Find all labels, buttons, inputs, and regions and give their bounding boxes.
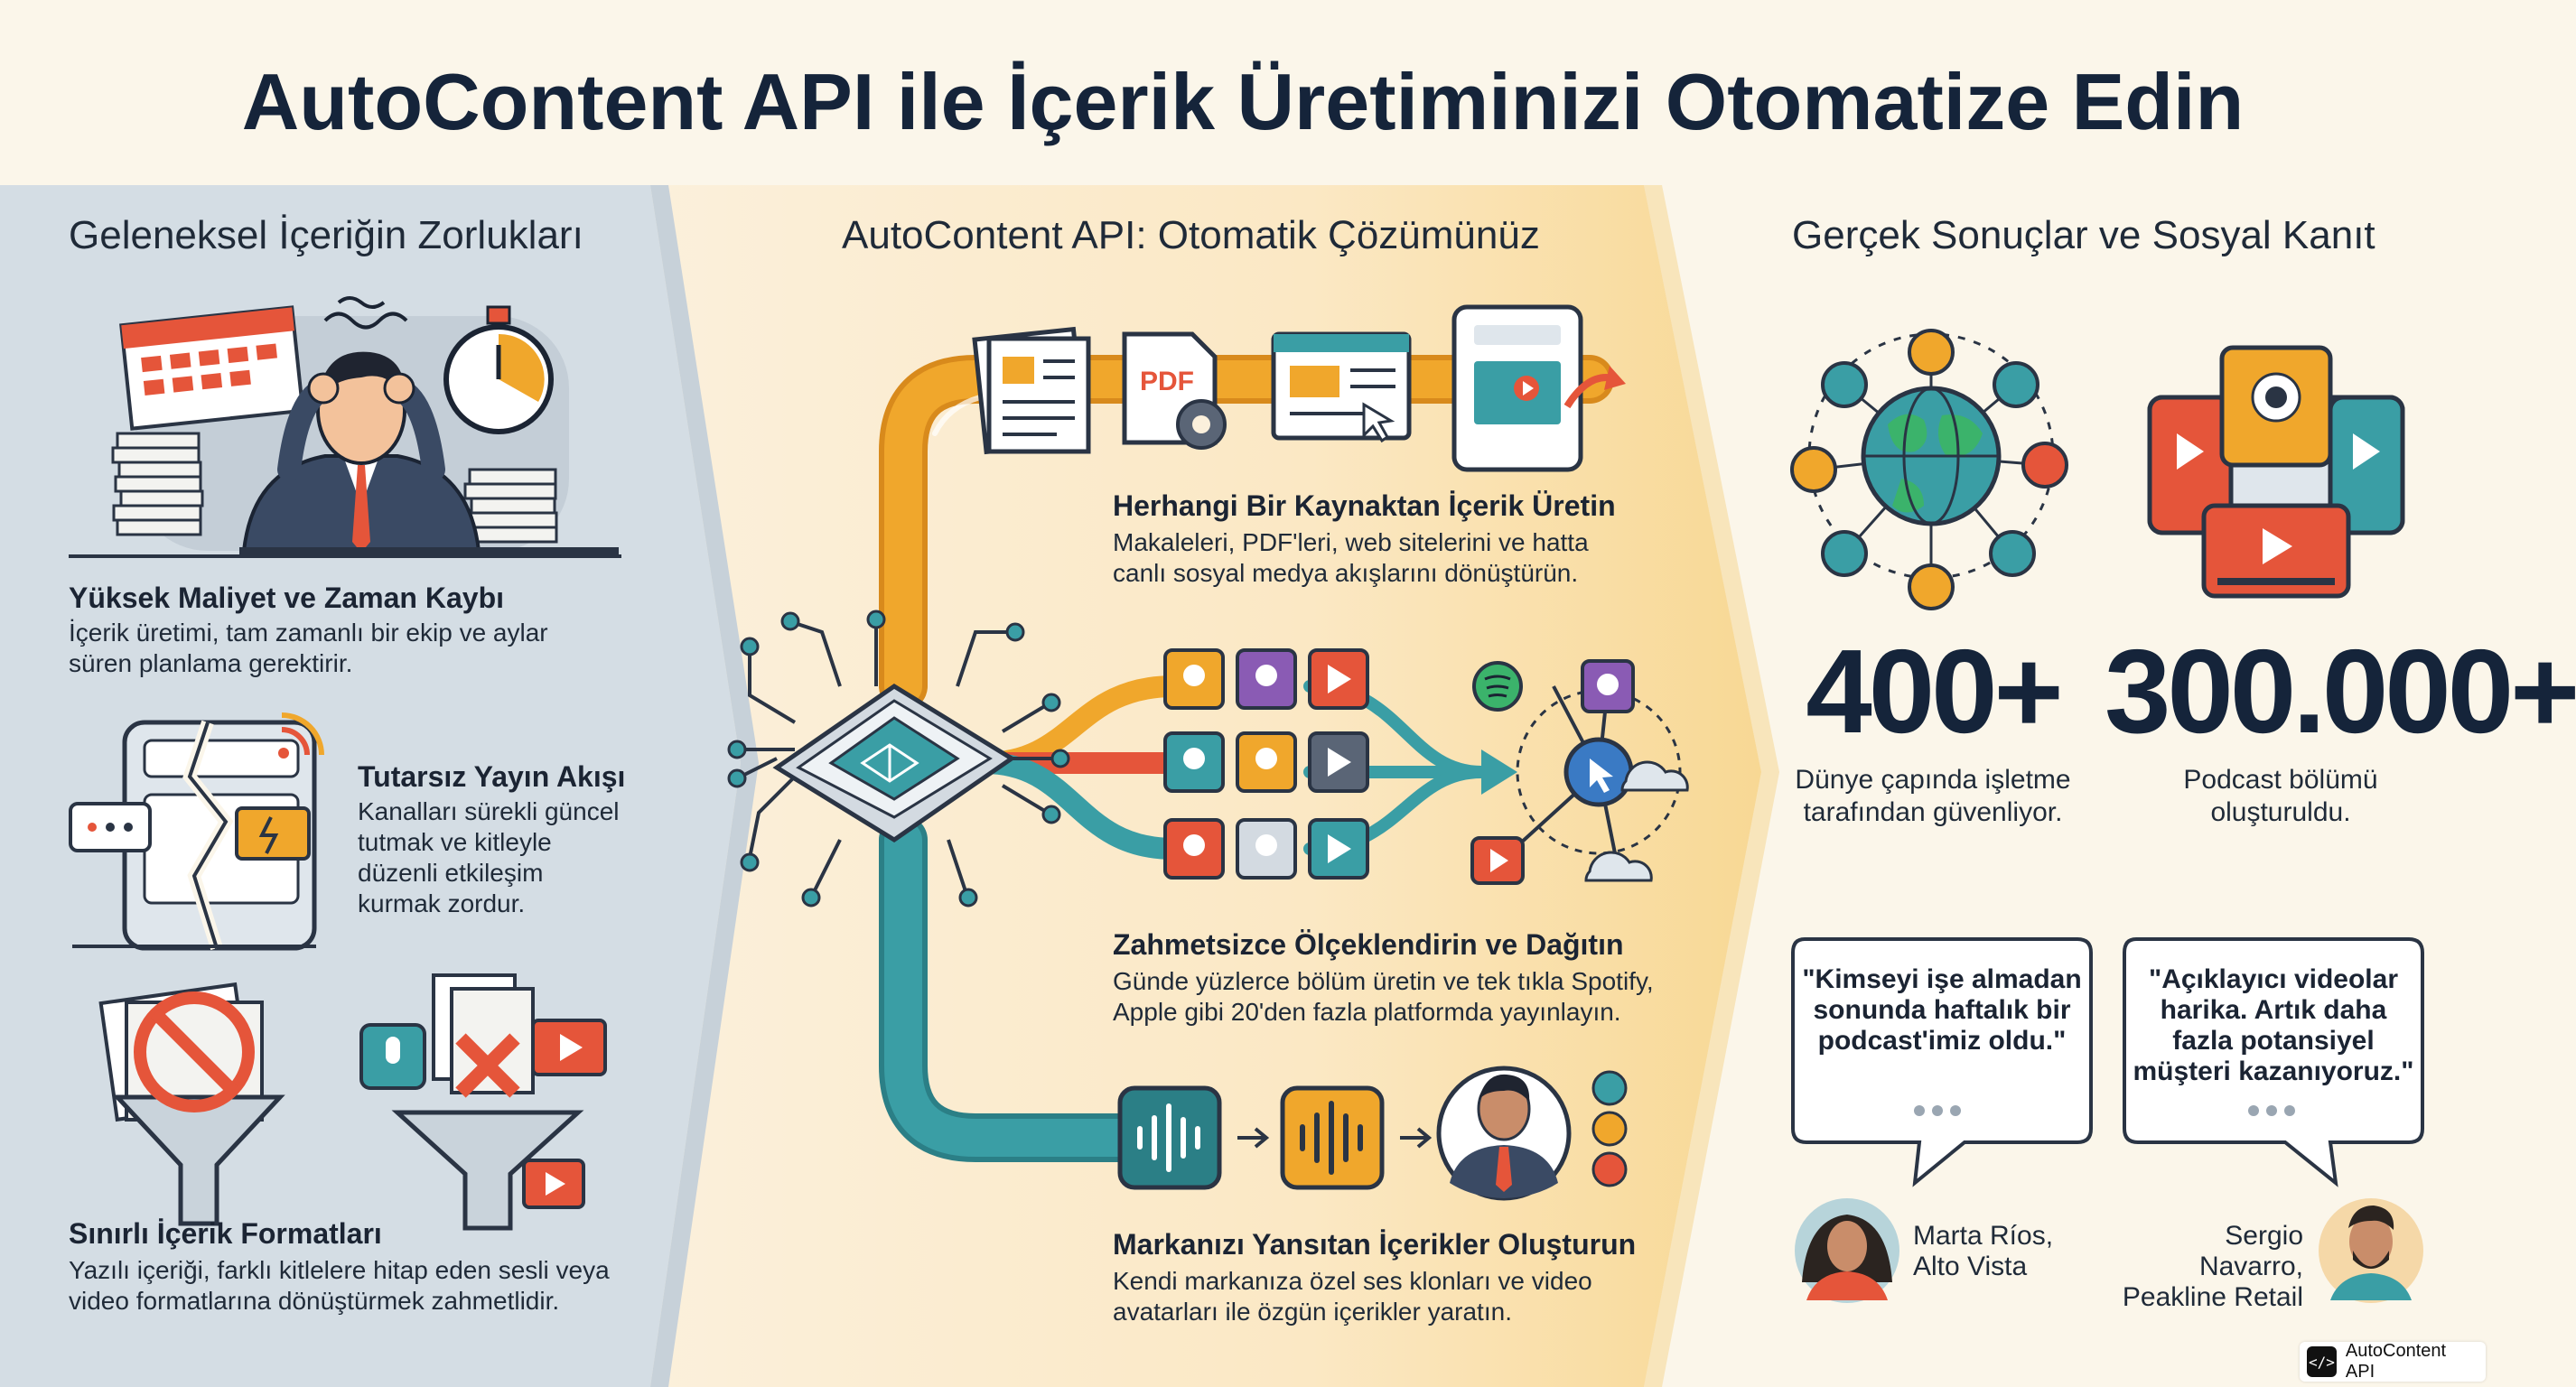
avatar-sergio <box>2319 1198 2423 1303</box>
item-text: Kendi markanıza özel ses klonları ve vid… <box>1113 1267 1592 1326</box>
item-title: Zahmetsizce Ölçeklendirin ve Dağıtın <box>1113 928 1624 961</box>
video-stack-icon <box>2147 345 2405 599</box>
illustrations: PDF <box>69 185 2424 1387</box>
item-title: Markanızı Yansıtan İçerikler Oluşturun <box>1113 1228 1637 1261</box>
code-icon: </> <box>2307 1346 2337 1377</box>
distribution-hub-icon <box>1470 659 1689 885</box>
platform-grid-icon <box>1163 648 1369 880</box>
page-title: AutoContent API ile İçerik Üretiminizi O… <box>241 57 2245 146</box>
middle-heading: AutoContent API: Otomatik Çözümünüz <box>842 213 1540 257</box>
item-title: Tutarsız Yayın Akışı <box>358 760 626 793</box>
article-icon <box>972 326 1091 455</box>
item-text: Yazılı içeriği, farklı kitlelere hitap e… <box>69 1256 610 1315</box>
right-heading: Gerçek Sonuçlar ve Sosyal Kanıt <box>1792 213 2375 257</box>
pipeline-icon <box>879 355 1614 1162</box>
website-icon <box>1271 331 1412 443</box>
item-text: Günde yüzlerce bölüm üretin ve tek tıkla… <box>1113 967 1654 1026</box>
item-title: Yüksek Maliyet ve Zaman Kaybı <box>69 582 504 614</box>
broken-feed-icon <box>69 712 324 951</box>
global-network-icon <box>1790 329 2068 610</box>
avatar-marta <box>1795 1198 1899 1303</box>
pdf-icon: PDF <box>1122 331 1227 450</box>
left-heading: Geleneksel İçeriğin Zorlukları <box>69 213 583 257</box>
brand-badge-label: AutoContent API <box>2345 1341 2447 1382</box>
stat-value: 400+ <box>1806 625 2063 758</box>
stat-value: 300.000+ <box>2105 625 2576 758</box>
item-title: Sınırlı İçerik Formatları <box>69 1217 382 1250</box>
item-text: Makaleleri, PDF'leri, web sitelerini ve … <box>1113 528 1589 587</box>
pdf-label: PDF <box>1140 367 1194 396</box>
stressed-worker-icon <box>69 296 621 558</box>
testimonial-author: Sergio Navarro,Peakline Retail <box>2122 1221 2303 1312</box>
social-feed-icon <box>1451 304 1626 472</box>
limited-formats-icon <box>98 973 607 1231</box>
video-avatar-icon <box>1436 1066 1628 1201</box>
brand-badge[interactable]: </> AutoContent API <box>2300 1341 2486 1382</box>
item-title: Herhangi Bir Kaynaktan İçerik Üretin <box>1113 489 1616 522</box>
testimonial-bubbles <box>1791 937 2424 1187</box>
testimonial-author: Marta Ríos,Alto Vista <box>1913 1221 2054 1281</box>
ai-chip-icon <box>727 610 1070 908</box>
item-text: İçerik üretimi, tam zamanlı bir ekip ve … <box>69 619 548 677</box>
voice-clone-icon <box>1117 1085 1433 1190</box>
